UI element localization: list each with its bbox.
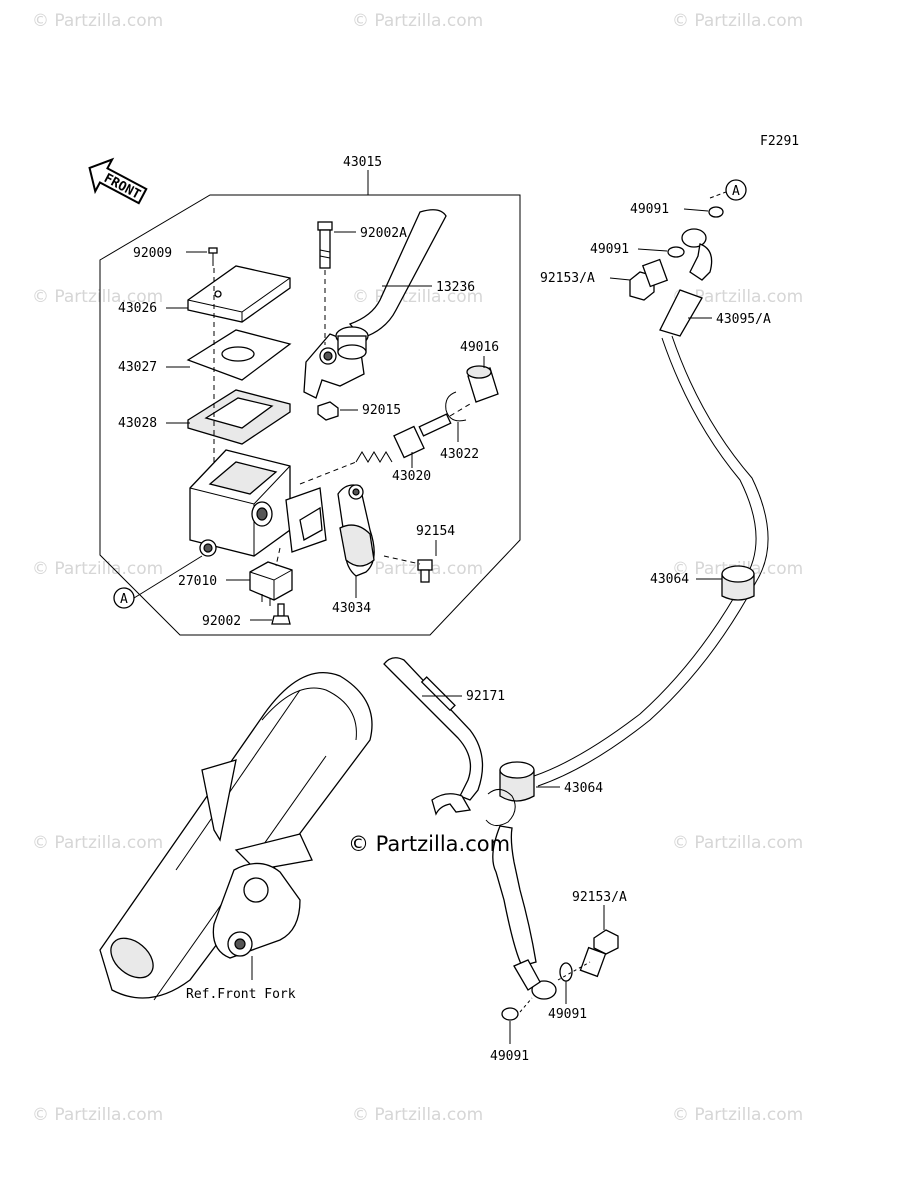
watermark: © Partzilla.com: [32, 559, 163, 579]
brake-hose: [492, 289, 769, 967]
part-label-92153a-top: 92153/A: [540, 271, 595, 286]
part-label-49091-a: 49091: [630, 202, 669, 217]
part-label-43064-a: 43064: [650, 572, 689, 587]
part-label-43015: 43015: [343, 155, 382, 170]
part-label-13236: 13236: [436, 280, 475, 295]
part-label-92171: 92171: [466, 689, 505, 704]
pivot-bolt: [317, 221, 333, 269]
nut-92015: [317, 401, 339, 421]
watermark: © Partzilla.com: [32, 11, 163, 31]
handlebar-clamp: [337, 484, 375, 577]
part-label-43027: 43027: [118, 360, 157, 375]
part-label-49091-b: 49091: [590, 242, 629, 257]
watermark: © Partzilla.com: [672, 287, 803, 307]
center-watermark: © Partzilla.com: [348, 832, 510, 856]
watermark: © Partzilla.com: [672, 1105, 803, 1125]
watermark: © Partzilla.com: [672, 833, 803, 853]
washer-49091-c: [559, 962, 573, 982]
ref-note-front-fork: Ref.Front Fork: [186, 987, 296, 1002]
part-label-43034: 43034: [332, 601, 371, 616]
part-label-43026: 43026: [118, 301, 157, 316]
clamp-bolt: [417, 559, 433, 583]
grommet-upper: [721, 565, 755, 601]
part-label-92015: 92015: [362, 403, 401, 418]
figure-code: F2291: [760, 134, 799, 149]
callout-a-left-label: A: [120, 592, 128, 607]
watermark: © Partzilla.com: [32, 287, 163, 307]
part-label-49016: 49016: [460, 340, 499, 355]
part-label-43022: 43022: [440, 447, 479, 462]
banjo-fitting-bottom: [513, 959, 557, 1000]
switch-screw: [271, 603, 291, 625]
front-arrow-icon: FRONT: [88, 157, 148, 205]
reservoir-cap: [187, 265, 291, 323]
watermark: © Partzilla.com: [672, 11, 803, 31]
banjo-bolt-bottom: [579, 929, 619, 978]
hose-bracket: [383, 657, 484, 816]
grommet-lower: [499, 761, 535, 802]
brake-switch: [249, 561, 293, 606]
assembly-outline: [99, 194, 521, 636]
part-label-92002a: 92002A: [360, 226, 407, 241]
watermark: © Partzilla.com: [32, 833, 163, 853]
part-label-43064-b: 43064: [564, 781, 603, 796]
washer-49091-a: [708, 206, 724, 218]
part-label-49091-c: 49091: [548, 1007, 587, 1022]
part-label-49091-d: 49091: [490, 1049, 529, 1064]
piston-assembly: [355, 413, 452, 463]
master-cylinder-body: [189, 449, 327, 557]
front-fork-reference: [99, 672, 373, 1001]
part-label-43095a: 43095/A: [716, 312, 771, 327]
brake-lever: [303, 209, 447, 399]
callout-a-top: [725, 179, 747, 201]
part-label-92009: 92009: [133, 246, 172, 261]
part-label-92154: 92154: [416, 524, 455, 539]
banjo-bolt-top: [629, 258, 669, 301]
callout-a-top-label: A: [732, 184, 740, 199]
banjo-fitting-top: [681, 228, 713, 281]
washer-49091-d: [501, 1007, 519, 1021]
washer-49091-b: [667, 246, 685, 258]
screw-92009: [208, 247, 218, 266]
watermark: © Partzilla.com: [352, 1105, 483, 1125]
callout-a-left: [113, 587, 135, 609]
part-label-92153a-bot: 92153/A: [572, 890, 627, 905]
circlip: [445, 391, 467, 422]
watermark: © Partzilla.com: [352, 11, 483, 31]
part-label-27010: 27010: [178, 574, 217, 589]
part-label-43020: 43020: [392, 469, 431, 484]
part-label-92002: 92002: [202, 614, 241, 629]
dust-boot: [466, 365, 499, 403]
watermark: © Partzilla.com: [32, 1105, 163, 1125]
part-label-43028: 43028: [118, 416, 157, 431]
